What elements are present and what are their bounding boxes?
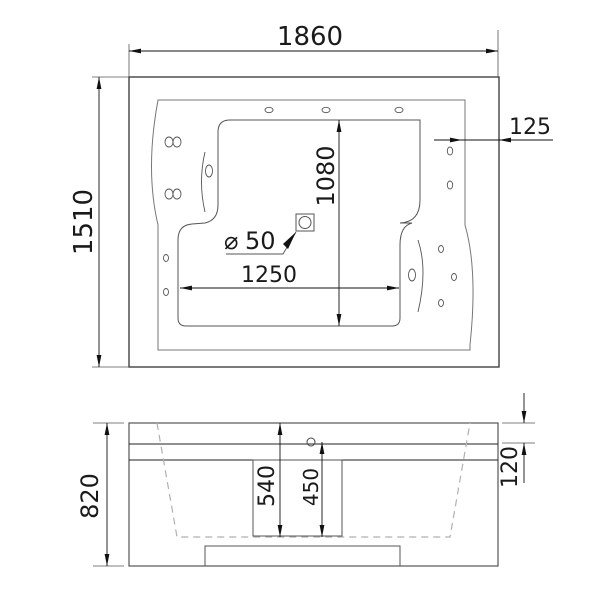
overall-height-label: 820 [76,473,104,519]
center-panel [252,459,343,537]
basin-depth-label: 540 [255,465,280,507]
double-jet-icon [164,136,182,200]
jet-icon [205,164,213,178]
tub-basin-outline [177,119,421,327]
left-headrest-curve [201,151,206,213]
base-plinth [204,545,401,567]
side-view: 540 450 820 120 [76,393,535,567]
overflow-icon [306,437,316,447]
drain-diameter-symbol: ⌀ [224,227,238,255]
jet-icon [408,268,416,282]
tub-rim-outline [151,99,474,351]
top-view-outline [128,76,500,368]
drain-box [295,213,315,232]
inner-depth-label: 1080 [312,145,340,206]
inner-length-label: 1250 [241,263,297,288]
rim-width-label: 125 [509,115,551,140]
drain-diameter-label: 50 [245,227,276,255]
drain-icon [298,216,312,229]
jet-icons [163,106,457,307]
rim-height-label: 120 [498,446,523,488]
overflow-depth-label: 450 [299,468,323,506]
right-headrest-curve [417,239,424,313]
overall-width-label: 1860 [277,22,343,52]
top-view: ⌀ 50 1860 1510 1080 1250 125 [69,22,553,368]
overall-depth-label: 1510 [69,189,99,255]
basin-profile-dashed [156,422,471,538]
drain-arrow-icon [283,232,296,249]
